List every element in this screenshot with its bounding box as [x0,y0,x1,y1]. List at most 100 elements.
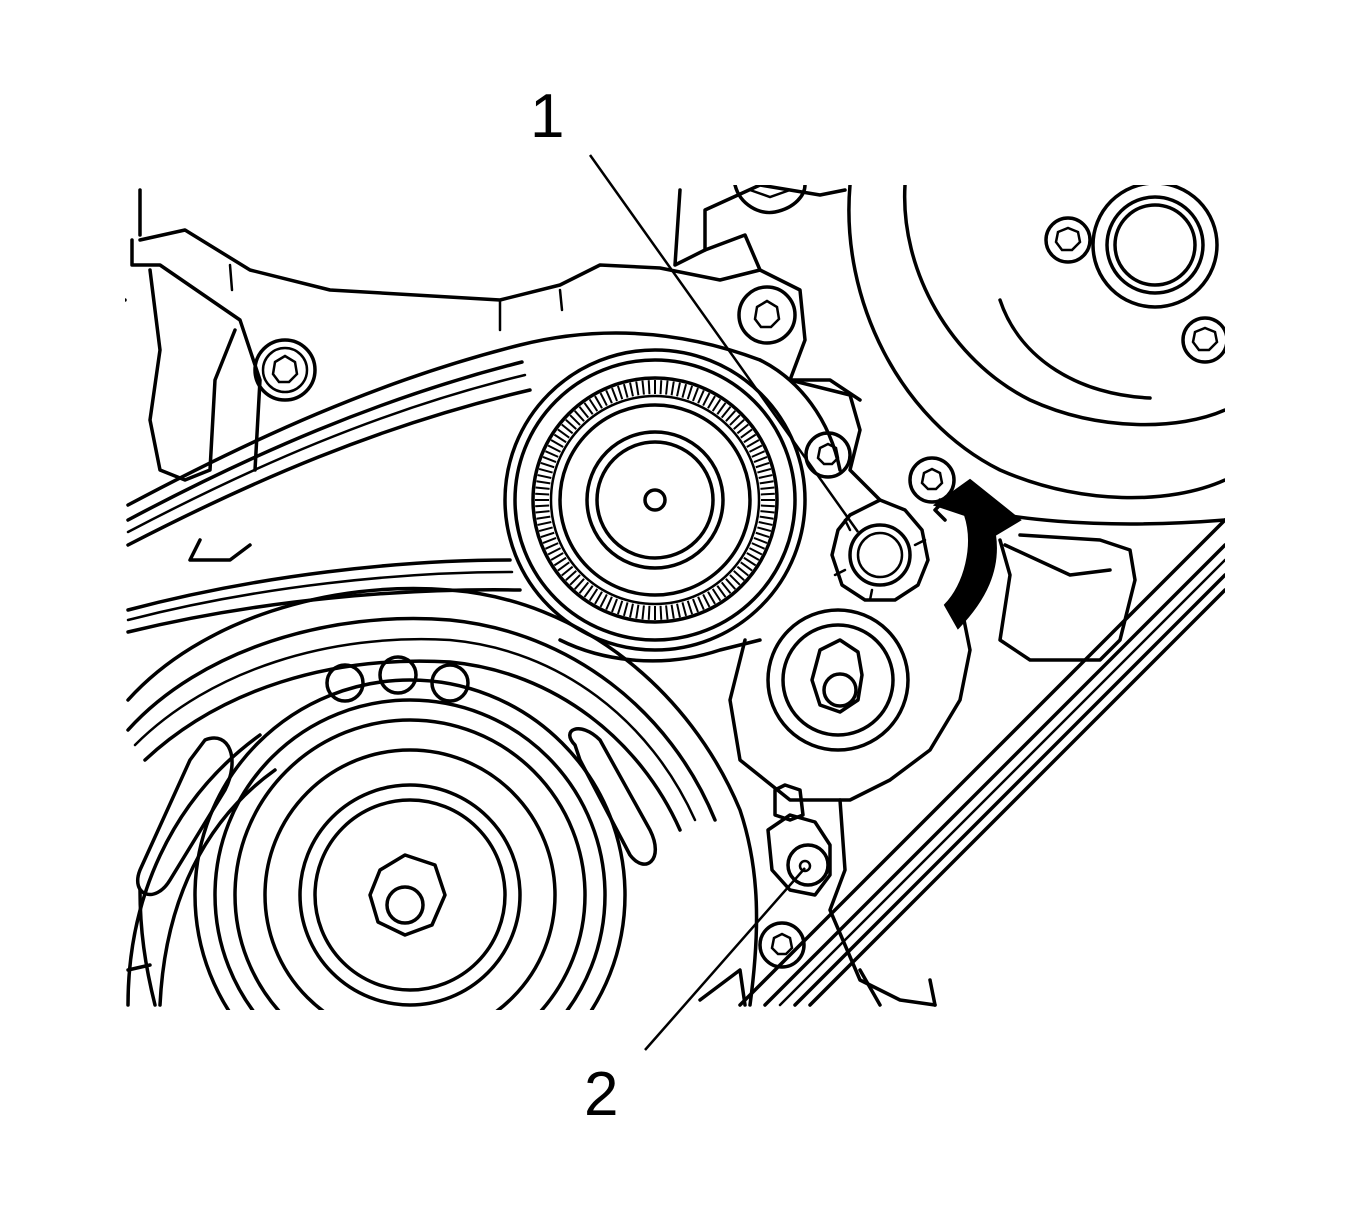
pulley-rib [659,605,663,620]
drive-belt [125,298,1225,1007]
pulley-rib [594,591,603,605]
pulley-rib [561,423,574,435]
water-pump-pulley [733,185,1225,500]
pulley-rib [753,456,768,463]
pulley-rib [725,410,737,422]
pulley-rib [535,510,550,514]
pulley-rib [759,515,774,520]
bracket-bolt-left [253,338,317,402]
pulley-rib [665,380,669,395]
callout-2-leader [644,867,806,1051]
pulley-rib [757,526,772,533]
pulley-rib [536,480,551,485]
pulley-rib [544,450,559,458]
pulley-rib [692,387,699,402]
pulley-rib [557,561,570,572]
pulley-rib [729,574,741,586]
pulley-rib [535,492,550,496]
pulley-rib [697,596,705,611]
pulley-rib [588,588,599,602]
pulley-rib [538,526,553,533]
pulley-rib [599,392,608,407]
pulley-rib [565,418,577,430]
pulley-rib [605,389,613,404]
pulley-rib [542,456,557,463]
pulley-rib [692,598,699,613]
pulley-rib [569,414,581,426]
pulley-rib [565,570,577,582]
crankshaft-pulley [126,586,759,1010]
pulley-rib [720,581,732,594]
pulley-rib [578,406,590,419]
pulley-rib [550,552,564,561]
pulley-rib [736,565,749,577]
pulley-rib [605,596,613,611]
pulley-rib [681,383,688,398]
pulley-rib [588,398,599,412]
pulley-rib [537,474,552,479]
pulley-rib [746,439,760,448]
pulley-rib [711,588,722,602]
tensioner-locking-pin [766,783,832,897]
pulley-rib [538,467,553,474]
pulley-rib [725,578,737,590]
pulley-rib [676,603,681,618]
pulley-rib [707,591,716,605]
pulley-rib [716,585,727,598]
pulley-rib [757,467,772,474]
pulley-rib [641,605,645,620]
pulley-rib [561,565,574,577]
pulley-rib [573,578,585,590]
pulley-rib [681,602,688,617]
pulley-rib [553,556,567,567]
callout-label-2: 2 [584,1060,619,1129]
pulley-rib [659,380,663,395]
pulley-rib [760,492,775,496]
pulley-rib [733,418,745,430]
pulley-rib [758,474,773,479]
pulley-rib [743,556,757,567]
pulley-rib [702,392,711,407]
pulley-rib [535,504,550,508]
pulley-rib [760,510,775,514]
pulley-rib [751,450,766,458]
pulley-rib [599,593,608,608]
pulley-rib [616,600,624,615]
pulley-rib [753,537,768,544]
pulley-rib [758,521,773,526]
pulley-rib [611,387,618,402]
pulley-rib [635,604,640,619]
pulley-rib [736,423,749,435]
pulley-rib [583,585,594,598]
lower-bracket-bolt [758,921,806,969]
pulley-rib [740,428,753,439]
pulley-rib [733,570,745,582]
pulley-rib [711,398,722,412]
pulley-rib [760,486,775,490]
tensioner-pulley [503,348,807,652]
tensioner-pivot-bolt [766,608,910,752]
pulley-rib [716,402,727,415]
callout-1-leader [588,154,860,533]
pulley-rib [550,439,564,448]
pulley-rib [547,547,562,556]
pulley-rib [542,537,557,544]
pulley-rib [578,581,590,594]
pulley-rib [686,600,694,615]
pulley-rib [707,395,716,409]
pulley-rib [535,486,550,490]
pulley-rib [755,531,770,539]
pulley-rib [751,542,766,550]
pulley-rib [647,380,651,395]
pulley-rib [746,552,760,561]
pulley-rib [670,604,675,619]
pulley-rib [665,605,669,620]
bracket-bolt-mid [804,431,852,479]
pulley-rib [616,385,624,400]
pulley-rib [702,593,711,608]
bracket-bolt-right [908,456,956,504]
pulley-rib [686,385,694,400]
pulley-rib [647,605,651,620]
pulley-rib [743,433,757,444]
